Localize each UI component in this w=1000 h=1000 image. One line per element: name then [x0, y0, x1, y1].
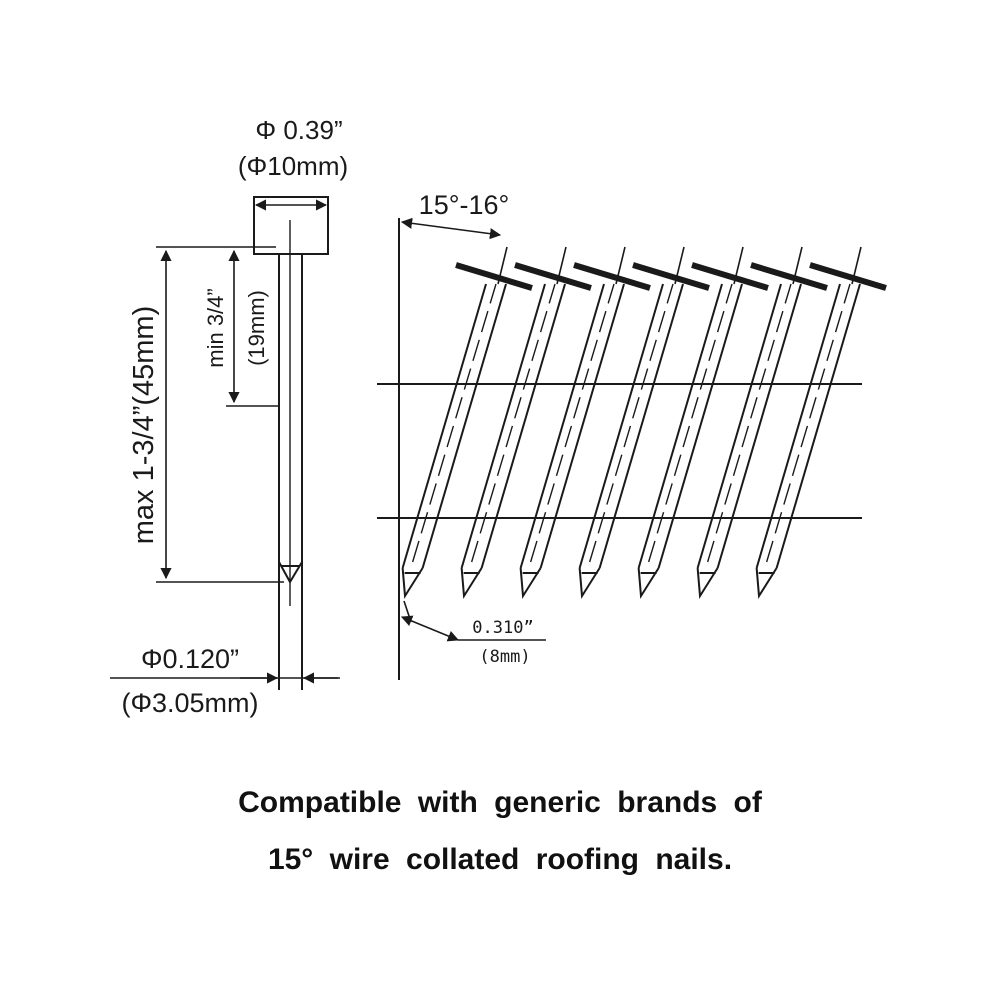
coil-drawing — [377, 217, 887, 680]
coil-nail-top — [733, 246, 744, 285]
caption-line-2: 15° wire collated roofing nails. — [267, 843, 733, 876]
coil-nail-top — [851, 246, 862, 285]
coil-nail-head — [514, 262, 592, 291]
coil-nail-centre-line — [706, 283, 792, 563]
coil-nail-tip — [578, 567, 601, 600]
coil-nail-centre-line — [588, 283, 674, 563]
coil-nail-tip — [401, 567, 424, 600]
nail-tip — [278, 561, 303, 585]
coil-nail-tip — [637, 567, 660, 600]
coil-nail-edge-right — [598, 283, 684, 569]
coil-nails — [401, 246, 887, 600]
coil-nail-tip — [696, 567, 719, 600]
coil-nail-top — [792, 246, 803, 285]
spacing-arrow — [400, 615, 460, 642]
coil-nail-centre-line — [647, 283, 733, 563]
shank-diameter-mm-label: (Φ3.05mm) — [121, 688, 258, 718]
coil-nail-head — [691, 262, 769, 291]
coil-nail-edge-right — [421, 283, 507, 569]
min-length-in-label: min 3/4” — [203, 288, 228, 367]
coil-nail-head — [750, 262, 828, 291]
spacing-in-label: 0.310” — [472, 618, 533, 638]
coil-nail-centre-line — [765, 283, 851, 563]
coil-nail-tip — [755, 567, 778, 600]
coil-nail-top — [674, 246, 685, 285]
angle-label: 15°-16° — [419, 190, 510, 220]
coil-nail-tip — [519, 567, 542, 600]
coil-nail-edge-left — [755, 283, 841, 569]
angle-arrow — [400, 217, 502, 240]
coil-nail-edge-left — [401, 283, 487, 569]
coil-nail-edge-right — [539, 283, 625, 569]
coil-nail-edge-left — [519, 283, 605, 569]
coil-nail-edge-right — [480, 283, 566, 569]
coil-nail-top — [615, 246, 626, 285]
coil-nail-head — [573, 262, 651, 291]
coil-nail-top — [556, 246, 567, 285]
spacing-mm-label: (8mm) — [479, 647, 530, 667]
coil-nail-edge-right — [657, 283, 743, 569]
coil-nail-centre-line — [529, 283, 615, 563]
min-length-mm-label: (19mm) — [244, 290, 269, 366]
coil-nail-edge-right — [775, 283, 861, 569]
coil-nail-edge-left — [696, 283, 782, 569]
head-diameter-mm-label: (Φ10mm) — [238, 151, 348, 181]
coil-nail-edge-left — [637, 283, 723, 569]
caption-line-1: Compatible with generic brands of — [238, 786, 762, 819]
coil-nail-centre-line — [411, 283, 497, 563]
coil-nail-centre-line — [470, 283, 556, 563]
single-nail-drawing — [110, 196, 340, 690]
coil-nail-head — [632, 262, 710, 291]
coil-nail-tip — [460, 567, 483, 600]
coil-nail-edge-left — [578, 283, 664, 569]
head-diameter-in-label: Φ 0.39” — [255, 115, 342, 145]
coil-nail-top — [497, 246, 508, 285]
nail-head — [253, 196, 329, 255]
shank-diameter-in-label: Φ0.120” — [141, 644, 239, 674]
coil-nail-head — [809, 262, 887, 291]
coil-nail-head — [455, 262, 533, 291]
coil-nail-edge-left — [460, 283, 546, 569]
coil-nail-edge-right — [716, 283, 802, 569]
max-length-label: max 1-3/4”(45mm) — [128, 306, 160, 545]
